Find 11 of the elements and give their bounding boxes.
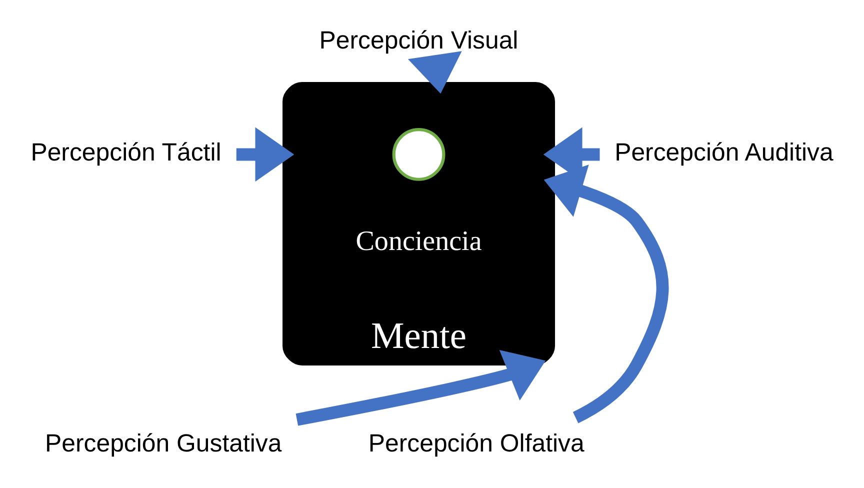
node-text: Percepción Olfativa — [368, 430, 584, 458]
node-text: Percepción Gustativa — [45, 430, 282, 458]
arrow — [544, 164, 669, 424]
node-text: Percepción Táctil — [30, 138, 222, 166]
node-label: Conciencia — [356, 226, 482, 258]
node-circle — [392, 128, 446, 181]
arrow — [236, 127, 294, 182]
node-text: Percepción Visual — [319, 26, 518, 54]
node-text: Percepción Auditiva — [614, 138, 834, 166]
arrow — [408, 51, 462, 94]
arrow — [296, 350, 546, 426]
